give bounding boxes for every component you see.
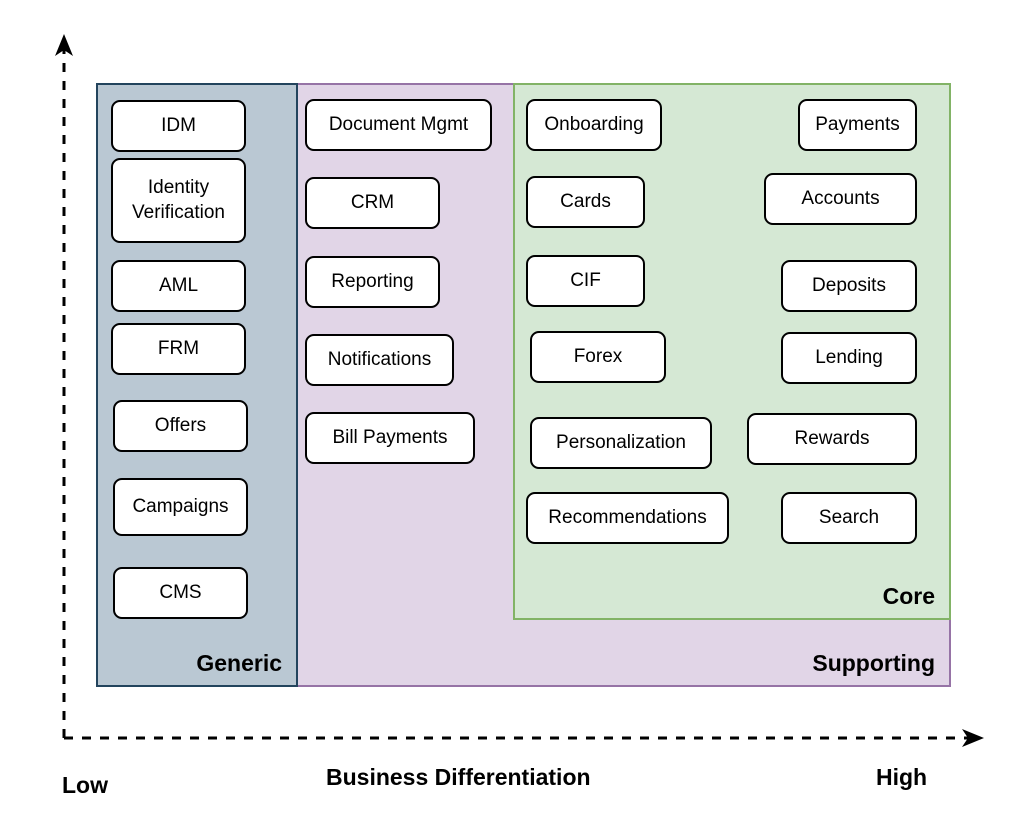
node-campaigns[interactable]: Campaigns: [113, 478, 248, 536]
generic-region-label: Generic: [196, 650, 282, 676]
node-reporting[interactable]: Reporting: [305, 256, 440, 308]
node-aml[interactable]: AML: [111, 260, 246, 312]
node-personalization[interactable]: Personalization: [530, 417, 712, 469]
node-rewards[interactable]: Rewards: [747, 413, 917, 465]
node-forex[interactable]: Forex: [530, 331, 666, 383]
x-axis-low-label: Low: [62, 772, 108, 798]
node-payments[interactable]: Payments: [798, 99, 917, 151]
node-search[interactable]: Search: [781, 492, 917, 544]
supporting-region-label: Supporting: [812, 650, 935, 676]
node-identity-verification[interactable]: Identity Verification: [111, 158, 246, 243]
node-deposits[interactable]: Deposits: [781, 260, 917, 312]
node-offers[interactable]: Offers: [113, 400, 248, 452]
node-cards[interactable]: Cards: [526, 176, 645, 228]
node-onboarding[interactable]: Onboarding: [526, 99, 662, 151]
node-frm[interactable]: FRM: [111, 323, 246, 375]
core-region-label: Core: [882, 583, 935, 609]
node-accounts[interactable]: Accounts: [764, 173, 917, 225]
node-bill-payments[interactable]: Bill Payments: [305, 412, 475, 464]
node-cif[interactable]: CIF: [526, 255, 645, 307]
x-axis-title: Business Differentiation: [326, 764, 591, 790]
node-idm[interactable]: IDM: [111, 100, 246, 152]
node-document-mgmt[interactable]: Document Mgmt: [305, 99, 492, 151]
node-cms[interactable]: CMS: [113, 567, 248, 619]
node-notifications[interactable]: Notifications: [305, 334, 454, 386]
x-axis-arrow-icon: [962, 729, 984, 747]
x-axis-high-label: High: [876, 764, 928, 790]
y-axis-arrow-icon: [55, 34, 73, 56]
node-crm[interactable]: CRM: [305, 177, 440, 229]
node-lending[interactable]: Lending: [781, 332, 917, 384]
node-recommendations[interactable]: Recommendations: [526, 492, 729, 544]
